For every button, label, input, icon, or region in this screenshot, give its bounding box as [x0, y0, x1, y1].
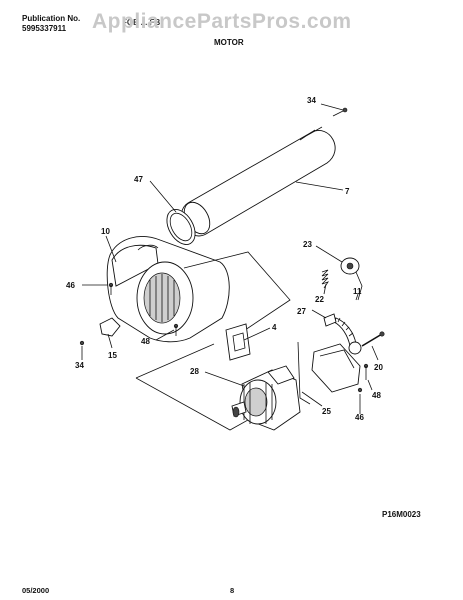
callout-34-bottom: 34 — [75, 361, 84, 370]
callout-4: 4 — [272, 323, 277, 332]
callout-48-right: 48 — [372, 391, 381, 400]
clip-part-15 — [99, 317, 121, 337]
callout-20: 20 — [374, 363, 383, 372]
callout-11: 11 — [353, 287, 362, 296]
idler-arm-part-11 — [333, 317, 362, 355]
callout-46-right: 46 — [355, 413, 364, 422]
switch-bracket-part-25 — [297, 341, 361, 405]
bolt-part-20 — [361, 331, 385, 347]
footer-date: 05/2000 — [22, 586, 50, 595]
callout-27: 27 — [297, 307, 306, 316]
idler-part-23 — [340, 257, 363, 301]
motor-part-28 — [231, 365, 301, 431]
callout-10: 10 — [101, 227, 110, 236]
callout-48-left: 48 — [141, 337, 150, 346]
publication-label: Publication No. — [22, 14, 81, 23]
page-number: 8 — [230, 586, 235, 595]
blower-housing-part-10 — [106, 236, 230, 343]
screws-left — [79, 282, 179, 346]
callout-46-left: 46 — [66, 281, 75, 290]
callout-22: 22 — [315, 295, 324, 304]
watermark: AppliancePartsPros.com — [92, 10, 352, 33]
seal-ring-part-47 — [166, 209, 196, 245]
callout-47: 47 — [134, 175, 143, 184]
publication-number: 5995337911 — [22, 24, 67, 33]
callout-23: 23 — [303, 240, 312, 249]
section-title: MOTOR — [214, 38, 244, 47]
callout-7: 7 — [345, 187, 350, 196]
screw-34-top — [332, 107, 348, 117]
callout-15: 15 — [108, 351, 117, 360]
motor-bracket-part-4 — [225, 323, 251, 361]
model-number: FOE ... FB — [122, 18, 161, 27]
callout-34-top: 34 — [307, 96, 316, 105]
callout-28: 28 — [190, 367, 199, 376]
screws-right — [357, 363, 369, 393]
callout-25: 25 — [322, 407, 331, 416]
clip-part-27 — [323, 313, 337, 327]
duct-tube-part-7 — [181, 126, 336, 237]
diagram-code: P16M0023 — [382, 510, 421, 519]
spring-part-22 — [321, 269, 329, 289]
leader-lines — [81, 103, 379, 414]
